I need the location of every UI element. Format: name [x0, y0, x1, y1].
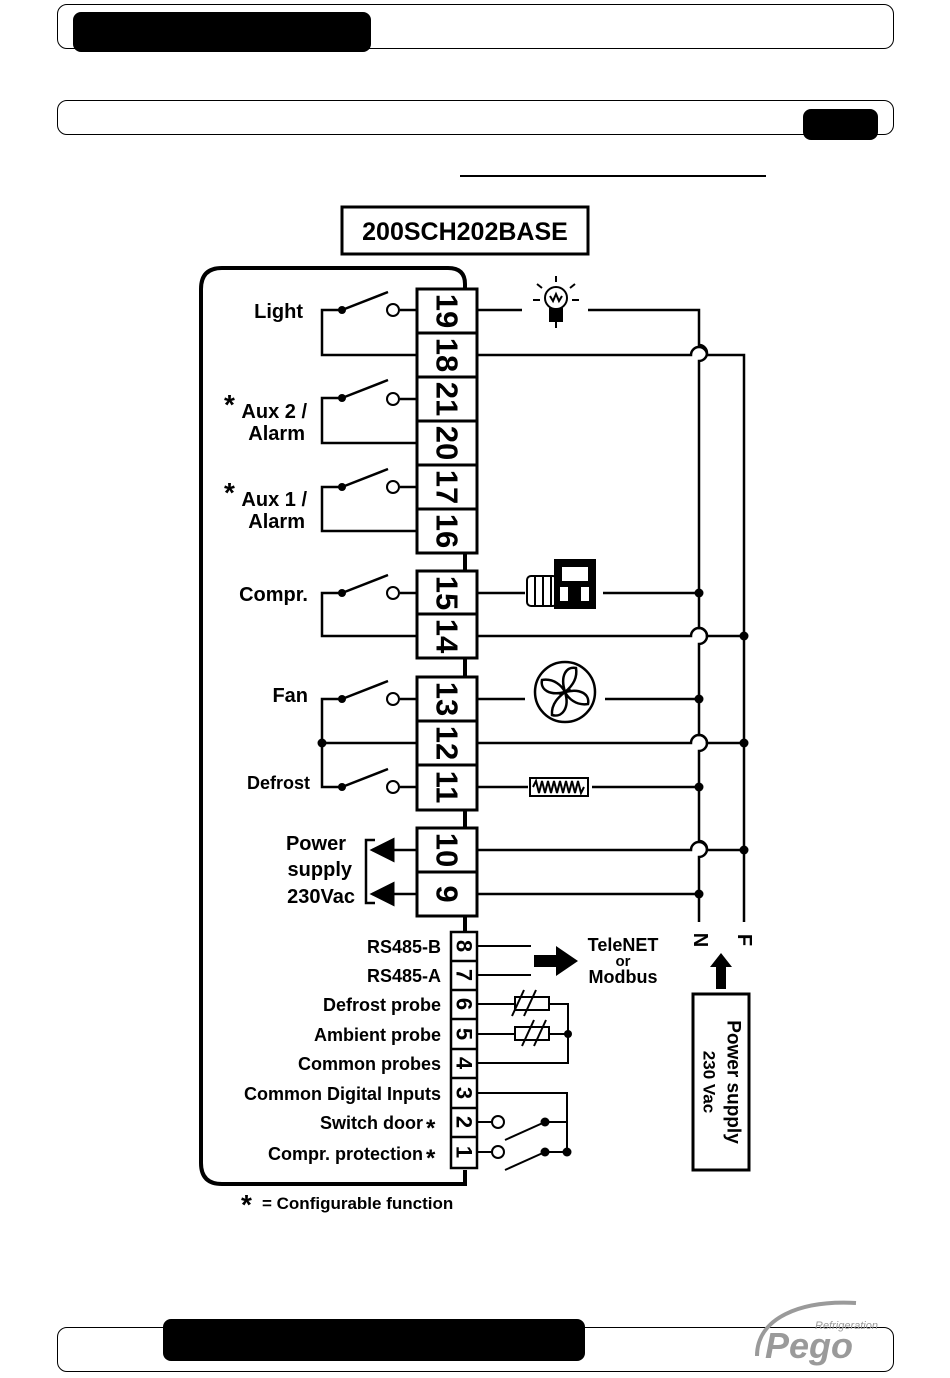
signal-label-common-inputs: Common Digital Inputs — [244, 1084, 441, 1104]
network-line3: Modbus — [589, 967, 658, 987]
terminal-10: 10 — [430, 833, 465, 867]
controller-outline — [199, 266, 467, 1186]
heading-underline — [460, 175, 766, 177]
power-input-line2: supply — [288, 859, 353, 881]
terminal-numbers: 19 18 21 20 17 16 15 14 13 12 11 10 9 8 … — [430, 294, 477, 1158]
compressor-icon — [526, 559, 596, 609]
signal-star-compr-protection: * — [426, 1145, 436, 1172]
terminal-11: 11 — [430, 771, 465, 804]
footer-title-block — [163, 1319, 585, 1361]
footnote-star: * — [241, 1189, 252, 1220]
terminal-19: 19 — [430, 294, 465, 328]
board-code: 200SCH202BASE — [362, 218, 568, 246]
terminal-4: 4 — [452, 1057, 477, 1070]
power-input-line3: 230Vac — [287, 886, 355, 908]
terminal-2: 2 — [452, 1116, 477, 1128]
signal-wiring — [477, 945, 569, 1171]
brand-name: Pego — [765, 1325, 853, 1366]
terminal-13: 13 — [430, 682, 465, 716]
supply-box-line1: Power supply — [723, 1020, 744, 1144]
terminal-5: 5 — [452, 1028, 477, 1040]
relay-label-defrost: Defrost — [247, 773, 310, 793]
heater-icon — [529, 777, 589, 797]
terminal-1: 1 — [452, 1146, 477, 1158]
external-wiring — [477, 308, 746, 922]
supply-box-line2: 230 Vac — [700, 1051, 719, 1113]
terminal-14: 14 — [430, 619, 465, 654]
brand-logo: Refrigeration Pego — [755, 1300, 878, 1366]
board-code-box — [340, 205, 590, 256]
relay-star-aux1: * — [224, 477, 235, 508]
network-line2: or — [616, 953, 631, 970]
signal-star-switch-door: * — [426, 1115, 436, 1142]
signal-label-rs485a: RS485-A — [367, 966, 441, 986]
relay-label-fan: Fan — [272, 685, 308, 707]
terminal-6: 6 — [452, 998, 477, 1010]
terminal-9: 9 — [430, 885, 465, 902]
header-title-block — [73, 12, 371, 52]
section-bar — [57, 100, 894, 135]
relay-label-aux2-line2: Alarm — [248, 423, 305, 445]
signal-label-switch-door: Switch door — [320, 1113, 423, 1133]
network-line1: TeleNET — [588, 935, 659, 955]
terminal-12: 12 — [430, 726, 465, 760]
signal-labels: RS485-B RS485-A Defrost probe Ambient pr… — [244, 937, 441, 1172]
relay-contacts — [320, 290, 417, 789]
signal-label-ambient-probe: Ambient probe — [314, 1025, 441, 1045]
relay-label-aux1-line1: Aux 1 / — [241, 489, 307, 511]
network-arrow — [534, 946, 578, 976]
supply-box — [691, 992, 751, 1172]
terminal-blocks — [415, 287, 479, 918]
signal-label-compr-protection: Compr. protection — [268, 1144, 423, 1164]
footnote-text: = Configurable function — [262, 1194, 453, 1213]
terminal-16: 16 — [430, 514, 465, 548]
signal-label-defrost-probe: Defrost probe — [323, 995, 441, 1015]
relay-label-light: Light — [254, 301, 303, 323]
line-n-label: N — [689, 933, 711, 947]
relay-label-compr: Compr. — [239, 584, 308, 606]
supply-arrow — [710, 953, 732, 989]
terminal-15: 15 — [430, 576, 465, 610]
terminal-8: 8 — [452, 940, 477, 952]
terminal-7: 7 — [452, 969, 477, 981]
signal-terminal-block — [449, 930, 479, 1170]
terminal-17: 17 — [430, 470, 465, 504]
signal-label-common-probes: Common probes — [298, 1054, 441, 1074]
fan-icon — [533, 660, 597, 724]
relay-label-aux2-line1: Aux 2 / — [241, 401, 307, 423]
terminal-3: 3 — [452, 1087, 477, 1099]
power-input-line1: Power — [286, 833, 346, 855]
relay-star-aux2: * — [224, 389, 235, 420]
terminal-20: 20 — [430, 426, 465, 460]
signal-label-rs485b: RS485-B — [367, 937, 441, 957]
section-tag-block — [803, 109, 878, 140]
relay-label-aux1-line2: Alarm — [248, 511, 305, 533]
terminal-18: 18 — [430, 338, 465, 372]
terminal-21: 21 — [430, 382, 465, 416]
lamp-icon — [533, 276, 579, 328]
line-f-label: F — [733, 934, 755, 946]
brand-tag: Refrigeration — [815, 1320, 878, 1332]
